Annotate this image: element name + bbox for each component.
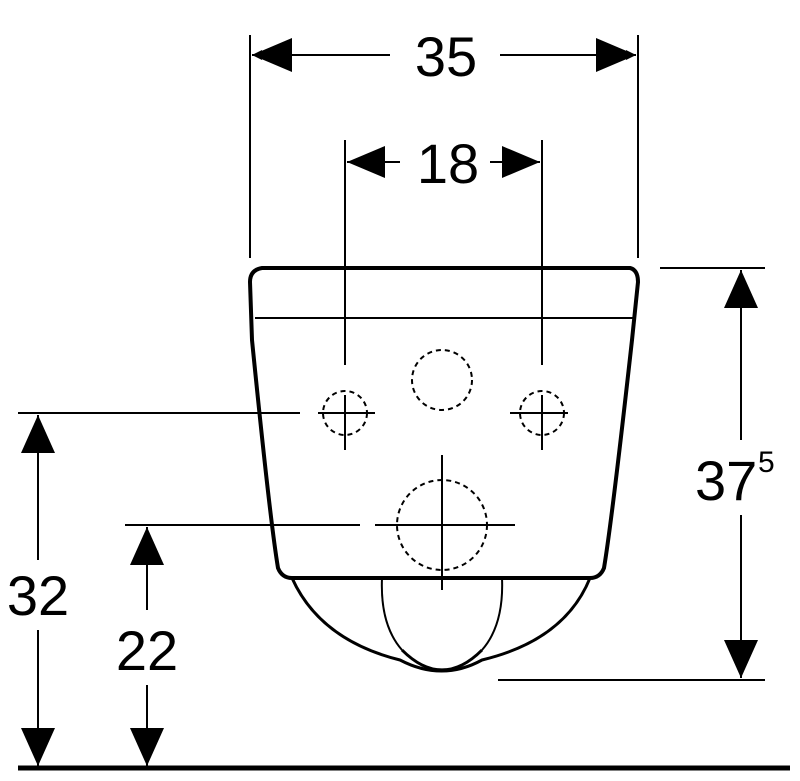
bowl-outline <box>290 577 592 673</box>
dimension-overall-width: 35 <box>252 25 636 88</box>
label-37-superscript: 5 <box>758 446 775 479</box>
installation-holes <box>322 349 565 571</box>
dimension-outlet-height: 22 <box>116 527 178 766</box>
dimension-fixing-spacing: 18 <box>347 132 540 195</box>
extension-lines <box>249 35 765 681</box>
label-18: 18 <box>417 132 479 195</box>
trap-outline <box>400 648 484 672</box>
dimension-fixing-height: 32 <box>7 415 69 766</box>
label-37: 37 <box>695 449 757 512</box>
label-35: 35 <box>415 25 477 88</box>
top-circle <box>411 349 473 411</box>
toilet-body <box>247 266 641 580</box>
label-22: 22 <box>116 619 178 682</box>
bowl-inner-line <box>481 577 504 651</box>
toilet-outline <box>247 266 641 673</box>
bowl-inner-line <box>380 577 403 651</box>
dimension-height-main: 37 5 <box>695 270 775 678</box>
label-32: 32 <box>7 564 69 627</box>
center-lines <box>18 140 568 590</box>
